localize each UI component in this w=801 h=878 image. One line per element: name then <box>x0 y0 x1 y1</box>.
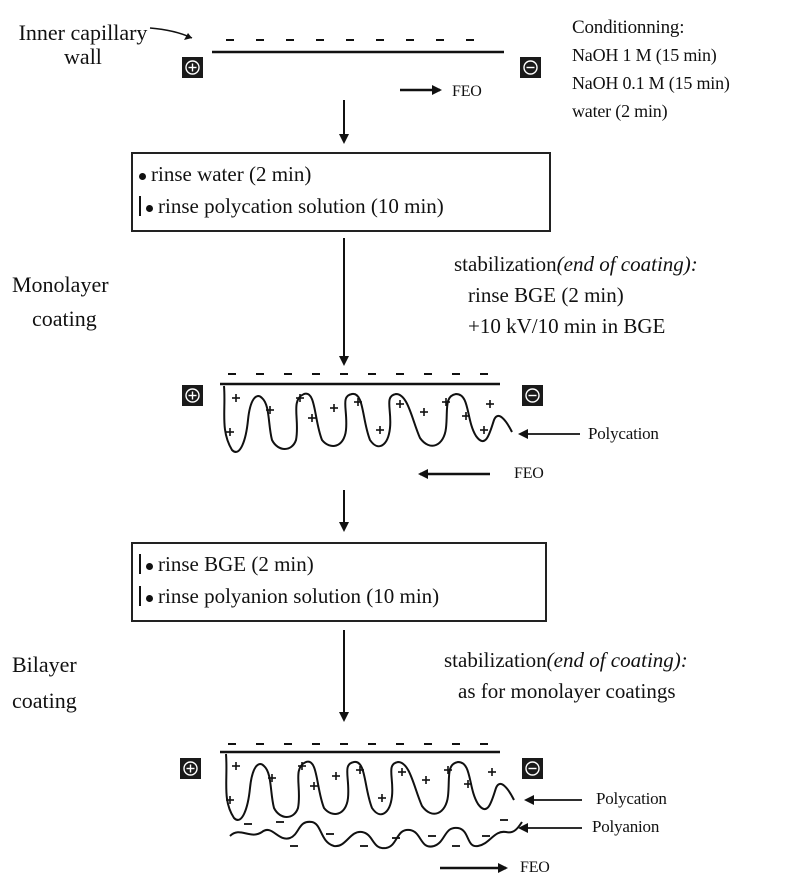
conditioning-line: NaOH 1 M (15 min) <box>572 45 717 65</box>
stabilization-prefix: stabilization <box>454 252 557 276</box>
monolayer-feo-label: FEO <box>514 465 544 482</box>
bullet-icon <box>146 594 153 602</box>
box-step-text: rinse polycation solution (10 min) <box>158 194 444 218</box>
top-capillary <box>149 27 541 95</box>
polycation-chain <box>225 753 515 821</box>
monolayer-stab-line: +10 kV/10 min in BGE <box>468 314 666 338</box>
bilayer-stabilization: stabilization(end of coating): <box>444 650 688 671</box>
bullet-icon <box>139 172 146 180</box>
box-step: rinse BGE (2 min) <box>139 554 314 575</box>
polycation-positive-charges <box>226 762 496 804</box>
wall-label-line1: Inner capillary <box>18 20 148 45</box>
polyanion-label: Polyanion <box>592 817 660 836</box>
bilayer-label-line1: Bilayer <box>12 652 77 677</box>
polycation-chain <box>223 385 513 453</box>
polyanion-negative-charges <box>244 819 508 847</box>
box-step-text: rinse water (2 min) <box>151 162 312 186</box>
polyanion-chain <box>229 820 523 850</box>
bar-icon <box>139 554 141 574</box>
bilayer-capillary <box>180 743 582 873</box>
procedure-box-2: rinse BGE (2 min) rinse polyanion soluti… <box>131 542 547 622</box>
box-step-text: rinse BGE (2 min) <box>158 552 314 576</box>
bilayer-label: Bilayer coating <box>12 654 77 712</box>
polycation-positive-charges <box>226 394 494 436</box>
bullet-icon <box>146 204 153 212</box>
negative-electrode-icon <box>520 57 541 78</box>
bar-icon <box>139 196 141 216</box>
positive-electrode-icon <box>182 385 203 406</box>
wall-label-line2: wall <box>64 44 102 69</box>
conditioning-title: Conditionning: <box>572 17 685 38</box>
box-step: rinse polyanion solution (10 min) <box>139 586 439 607</box>
monolayer-stab-line: rinse BGE (2 min) <box>468 283 624 307</box>
bilayer-stab-line: as for monolayer coatings <box>458 679 676 703</box>
box-step: rinse polycation solution (10 min) <box>139 196 444 217</box>
monolayer-label-line2: coating <box>32 306 97 331</box>
stabilization-prefix: stabilization <box>444 648 547 672</box>
monolayer-stabilization: stabilization(end of coating): <box>454 254 698 275</box>
positive-electrode-icon <box>180 758 201 779</box>
bullet-icon <box>146 562 153 570</box>
bilayer-feo-label: FEO <box>520 859 550 876</box>
stabilization-italic: (end of coating): <box>556 252 698 276</box>
negative-electrode-icon <box>522 758 543 779</box>
bar-icon <box>139 586 141 606</box>
bilayer-label-line2: coating <box>12 688 77 713</box>
polycation-label: Polycation <box>588 424 659 443</box>
polycation-label: Polycation <box>596 789 667 808</box>
procedure-box-1: rinse water (2 min) rinse polycation sol… <box>131 152 551 232</box>
box-step: rinse water (2 min) <box>139 164 311 185</box>
monolayer-label: Monolayer coating <box>12 274 109 330</box>
negative-electrode-icon <box>522 385 543 406</box>
conditioning-line: water (2 min) <box>572 101 668 121</box>
monolayer-capillary <box>182 373 580 479</box>
box-step-text: rinse polyanion solution (10 min) <box>158 584 440 608</box>
wall-label: Inner capillary wall <box>8 22 158 68</box>
conditioning-line: NaOH 0.1 M (15 min) <box>572 73 730 93</box>
top-feo-label: FEO <box>452 83 482 100</box>
stabilization-italic: (end of coating): <box>546 648 688 672</box>
positive-electrode-icon <box>182 57 203 78</box>
monolayer-label-line1: Monolayer <box>12 272 109 297</box>
